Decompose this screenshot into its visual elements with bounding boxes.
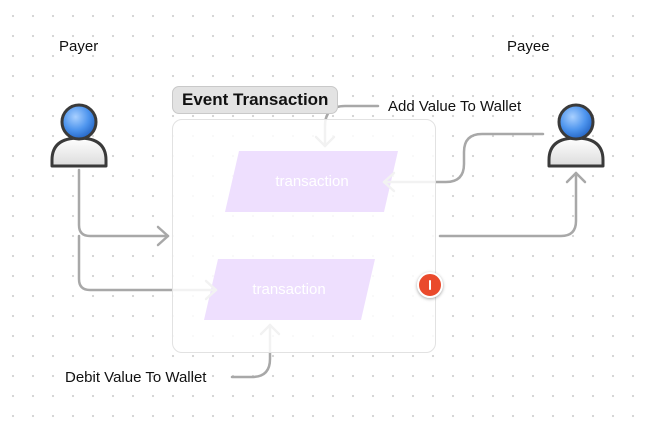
event-transaction-group[interactable] <box>172 119 436 353</box>
connector-payer-to-group <box>77 168 170 238</box>
connector-group-to-payee <box>438 171 578 238</box>
payee-user-icon[interactable] <box>547 103 605 168</box>
payer-label: Payer <box>59 38 99 55</box>
connector-debit-value-to-bottom-transaction <box>230 323 272 379</box>
connector-payee-to-top-transaction <box>382 132 545 184</box>
warning-icon-bar <box>429 280 431 290</box>
group-title: Event Transaction <box>172 86 339 114</box>
connector-payer-to-bottom-transaction <box>77 234 218 292</box>
warning-icon[interactable] <box>417 272 443 298</box>
transaction-label-top: transaction <box>275 173 349 190</box>
debit-value-annotation: Debit Value To Wallet <box>65 369 207 386</box>
add-value-annotation: Add Value To Wallet <box>388 98 522 115</box>
payee-label: Payee <box>507 38 550 55</box>
payer-user-icon[interactable] <box>50 103 108 168</box>
transaction-label-bottom: transaction <box>252 281 326 298</box>
